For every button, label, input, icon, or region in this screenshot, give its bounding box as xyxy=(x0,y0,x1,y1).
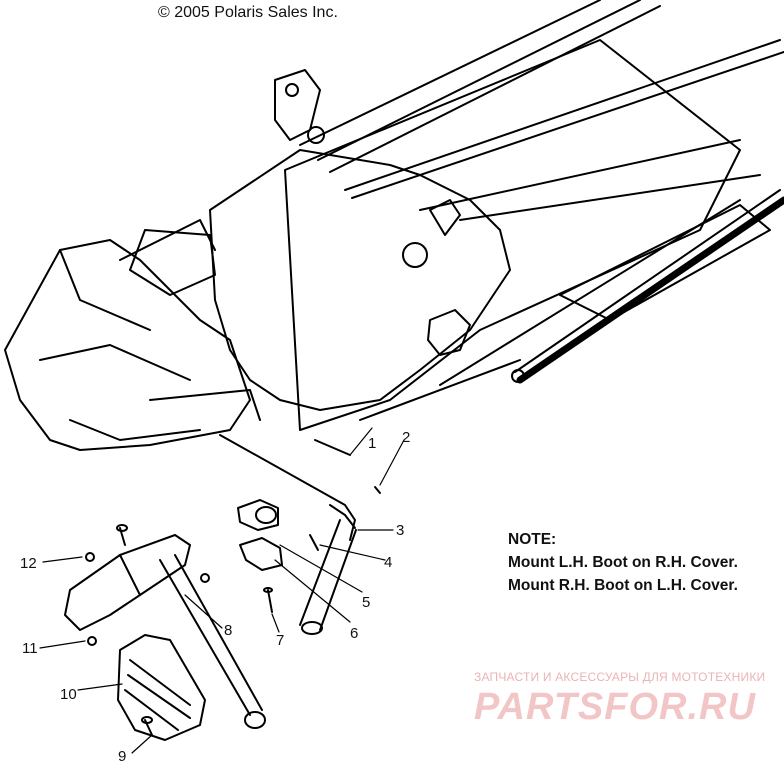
callout-5: 5 xyxy=(362,594,371,611)
callout-8: 8 xyxy=(224,622,233,639)
callout-12: 12 xyxy=(20,555,37,572)
cover-bracket xyxy=(64,534,191,631)
steering-boot xyxy=(117,634,206,741)
shock-tube xyxy=(299,519,357,631)
callout-11: 11 xyxy=(22,640,38,657)
front-bulkhead xyxy=(209,149,511,411)
callout-6: 6 xyxy=(350,625,359,642)
note-line-1: Mount L.H. Boot on R.H. Cover. xyxy=(508,554,738,571)
callout-10: 10 xyxy=(60,686,77,703)
callout-2: 2 xyxy=(402,429,411,446)
callout-9: 9 xyxy=(118,748,127,765)
tunnel-panel xyxy=(284,39,741,431)
watermark-logo: PARTSFOR.RU xyxy=(474,686,756,728)
note-line-2: Mount R.H. Boot on L.H. Cover. xyxy=(508,577,738,594)
callout-1: 1 xyxy=(368,435,377,452)
note-block: NOTE: Mount L.H. Boot on R.H. Cover. Mou… xyxy=(508,528,738,597)
note-heading: NOTE: xyxy=(508,531,557,548)
callout-4: 4 xyxy=(384,554,393,571)
copyright-text: © 2005 Polaris Sales Inc. xyxy=(158,4,338,21)
watermark-tagline: ЗАПЧАСТИ И АКСЕССУАРЫ ДЛЯ МОТОТЕХНИКИ xyxy=(474,670,766,684)
callout-7: 7 xyxy=(276,632,285,649)
front-frame xyxy=(4,239,251,451)
callout-3: 3 xyxy=(396,522,405,539)
